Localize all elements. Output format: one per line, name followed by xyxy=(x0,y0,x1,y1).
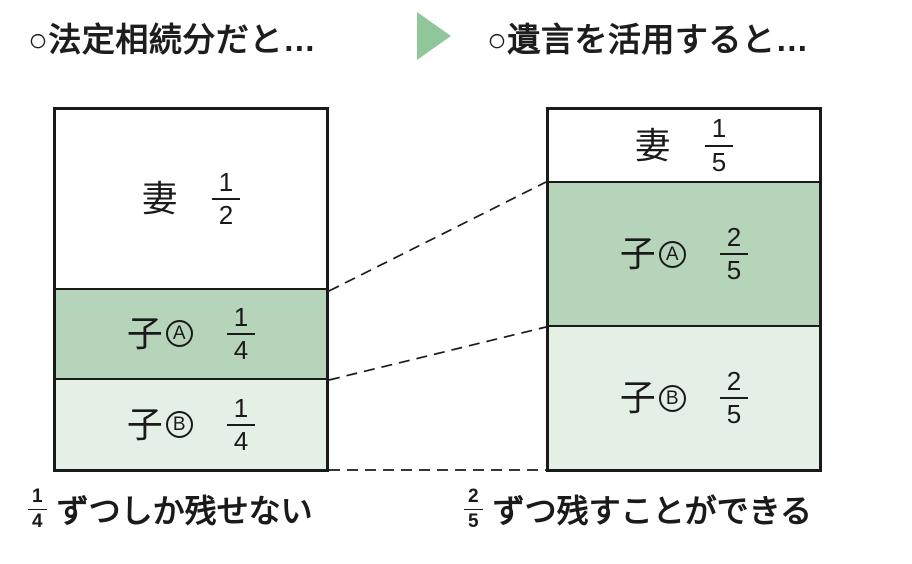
child-label-text: 子 xyxy=(126,403,163,445)
child-b-share-fraction: 2 5 xyxy=(719,366,749,429)
fraction-numerator: 2 xyxy=(464,486,483,510)
child-label-text: 子 xyxy=(126,312,163,354)
wife-share-fraction: 1 2 xyxy=(211,167,241,230)
wife-share-fraction: 1 5 xyxy=(704,114,734,177)
child-label-text: 子 xyxy=(619,233,656,274)
child-b-label: 子 B xyxy=(126,403,193,445)
child-a-label: 子 A xyxy=(620,236,686,272)
fraction-denominator: 5 xyxy=(468,510,479,532)
wife-label-text: 妻 xyxy=(634,124,671,166)
right-title: ○遺言を活用すると… xyxy=(487,21,809,58)
child-a-share-fraction: 2 5 xyxy=(719,222,749,285)
wife-label: 妻 xyxy=(141,177,178,219)
fraction-numerator: 1 xyxy=(28,486,47,510)
child-b-label: 子 B xyxy=(620,380,686,416)
child-label-text: 子 xyxy=(619,377,656,418)
fraction-numerator: 1 xyxy=(226,302,256,335)
fraction-denominator: 4 xyxy=(32,510,43,532)
fraction-denominator: 5 xyxy=(711,146,727,177)
right-box-child-b-section: 子 B 2 5 xyxy=(549,325,819,469)
circled-b-icon: B xyxy=(658,384,686,412)
left-title: ○法定相続分だと… xyxy=(28,21,317,58)
child-a-share-fraction: 1 4 xyxy=(226,302,256,365)
fraction-numerator: 2 xyxy=(719,366,749,399)
left-caption-text: ずつしか残せない xyxy=(56,493,313,530)
child-a-label: 子 A xyxy=(126,312,193,354)
circled-a-icon: A xyxy=(658,240,686,268)
wife-label: 妻 xyxy=(634,124,671,166)
fraction-denominator: 5 xyxy=(726,399,742,429)
fraction-denominator: 2 xyxy=(218,199,234,230)
right-box-child-a-section: 子 A 2 5 xyxy=(549,181,819,325)
right-triangle-arrow-icon xyxy=(417,12,451,60)
connector-line-middle xyxy=(328,326,547,381)
right-box-wife-section: 妻 1 5 xyxy=(549,110,819,181)
left-box-child-b-section: 子 B 1 4 xyxy=(56,378,326,469)
fraction-numerator: 1 xyxy=(211,167,241,200)
circled-a-icon: A xyxy=(165,320,193,348)
fraction-numerator: 1 xyxy=(226,393,256,426)
left-caption: 1 4 ずつしか残せない xyxy=(28,486,313,533)
caption-fraction: 1 4 xyxy=(28,486,47,533)
right-caption: 2 5 ずつ残すことができる xyxy=(464,486,812,533)
fraction-denominator: 4 xyxy=(233,334,249,365)
left-box-child-a-section: 子 A 1 4 xyxy=(56,287,326,379)
fraction-denominator: 4 xyxy=(233,425,249,456)
fraction-denominator: 5 xyxy=(726,255,742,285)
circled-b-icon: B xyxy=(165,411,193,439)
caption-fraction: 2 5 xyxy=(464,486,483,533)
will-shares-box: 妻 1 5 子 A 2 5 子 B 2 5 xyxy=(546,107,822,472)
right-caption-text: ずつ残すことができる xyxy=(492,493,812,530)
arrow-triangle-shape xyxy=(417,12,451,60)
child-b-share-fraction: 1 4 xyxy=(226,393,256,456)
fraction-numerator: 2 xyxy=(719,222,749,255)
connector-line-top xyxy=(328,181,547,292)
fraction-numerator: 1 xyxy=(704,114,734,147)
left-box-wife-section: 妻 1 2 xyxy=(56,110,326,288)
wife-label-text: 妻 xyxy=(141,177,178,219)
statutory-shares-box: 妻 1 2 子 A 1 4 子 B 1 4 xyxy=(53,107,329,472)
